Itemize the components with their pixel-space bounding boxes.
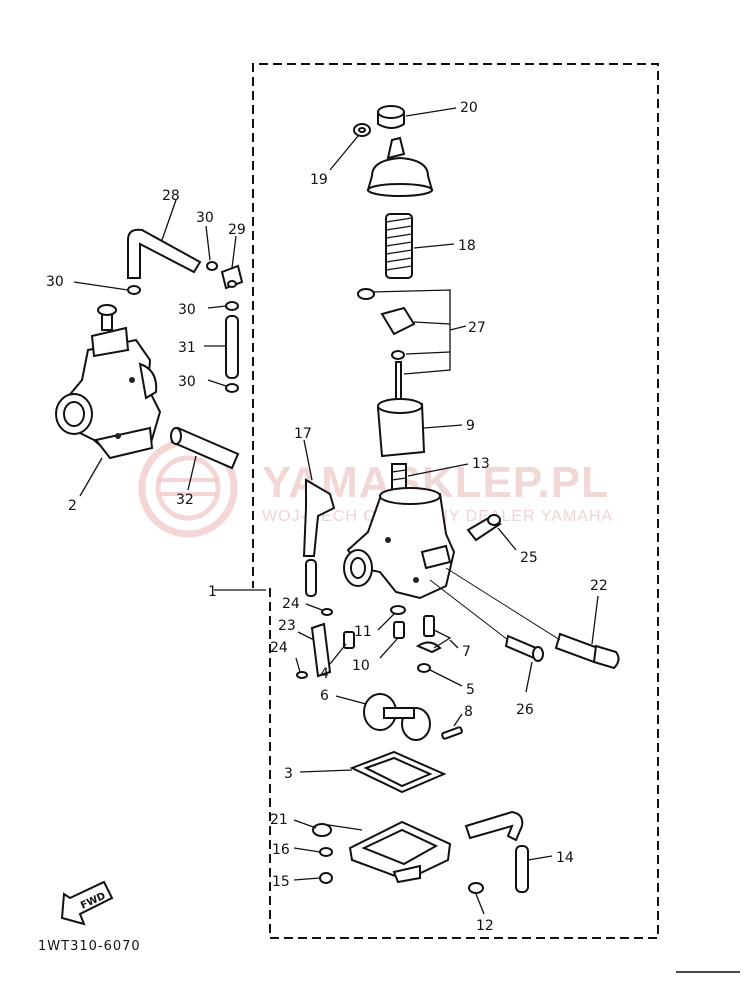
part-30-clip-a — [206, 261, 218, 271]
label-6: 6 — [320, 688, 329, 704]
label-23: 23 — [278, 618, 296, 634]
part-top-cap — [366, 136, 434, 197]
label-30-c: 30 — [178, 302, 196, 318]
label-12: 12 — [476, 918, 494, 934]
label-20: 20 — [460, 100, 478, 116]
label-32: 32 — [176, 492, 194, 508]
label-30-d: 30 — [178, 374, 196, 390]
label-27: 27 — [468, 320, 486, 336]
part-12-screw — [468, 882, 484, 894]
part-9-throttle-valve — [376, 398, 426, 458]
label-28: 28 — [162, 188, 180, 204]
part-25-screw — [466, 514, 502, 542]
part-4-jet — [343, 631, 355, 649]
label-25: 25 — [520, 550, 538, 566]
part-2-carburetor-assembly — [55, 304, 162, 460]
drawing-code: 1WT310-6070 — [38, 939, 141, 954]
label-7: 7 — [462, 644, 471, 660]
label-24-b: 24 — [270, 640, 288, 656]
part-31-tube — [225, 315, 239, 379]
leader-lines — [73, 107, 599, 915]
part-10-jet — [393, 621, 405, 639]
label-16: 16 — [272, 842, 290, 858]
part-24-clip-b — [296, 671, 308, 679]
label-17: 17 — [294, 426, 312, 442]
label-3: 3 — [284, 766, 293, 782]
part-21-washer — [312, 823, 332, 837]
label-24-a: 24 — [282, 596, 300, 612]
part-labels: 1 2 3 4 5 6 7 8 9 10 11 12 13 14 15 16 1… — [46, 100, 608, 934]
part-30-clip-d — [225, 383, 239, 393]
label-1: 1 — [208, 584, 217, 600]
part-23-tube — [310, 622, 332, 678]
label-8: 8 — [464, 704, 473, 720]
part-20-cap — [377, 105, 405, 129]
part-32-tube — [170, 426, 240, 470]
part-1-carburetor-body — [343, 487, 456, 600]
label-11: 11 — [354, 624, 372, 640]
label-31: 31 — [178, 340, 196, 356]
part-30-clip-c — [225, 301, 239, 311]
part-11-washer — [390, 605, 406, 615]
label-5: 5 — [466, 682, 475, 698]
label-14: 14 — [556, 850, 574, 866]
label-13: 13 — [472, 456, 490, 472]
label-26: 26 — [516, 702, 534, 718]
part-16-washer — [319, 847, 333, 857]
part-13-jet — [391, 463, 407, 491]
part-27-needle-set — [357, 288, 416, 409]
part-17-hose — [302, 478, 336, 597]
label-30-a: 30 — [196, 210, 214, 226]
part-6-float — [363, 693, 431, 741]
label-2: 2 — [68, 498, 77, 514]
label-15: 15 — [272, 874, 290, 890]
part-14-hose — [464, 810, 529, 893]
part-15-bolt — [319, 872, 333, 884]
label-4: 4 — [320, 666, 329, 682]
label-30-b: 30 — [46, 274, 64, 290]
fwd-arrow-icon: FWD — [60, 880, 114, 926]
part-28-hose — [127, 228, 202, 279]
label-29: 29 — [228, 222, 246, 238]
part-26-screw — [429, 579, 544, 662]
part-19-nut — [353, 123, 371, 137]
label-22: 22 — [590, 578, 608, 594]
label-19: 19 — [310, 172, 328, 188]
part-24-clip-a — [321, 608, 333, 616]
part-7-set — [415, 615, 442, 654]
part-29-fitting — [220, 264, 244, 290]
part-22-screw — [445, 567, 620, 670]
assembly-frame — [252, 63, 659, 939]
part-18-spring — [385, 213, 413, 279]
part-8-pin — [441, 726, 463, 740]
part-5-screw — [417, 663, 431, 673]
label-10: 10 — [352, 658, 370, 674]
label-9: 9 — [466, 418, 475, 434]
label-21: 21 — [270, 812, 288, 828]
part-30-clip-b — [127, 285, 141, 295]
label-18: 18 — [458, 238, 476, 254]
part-3-gasket — [349, 750, 447, 794]
part-float-chamber — [348, 820, 452, 884]
